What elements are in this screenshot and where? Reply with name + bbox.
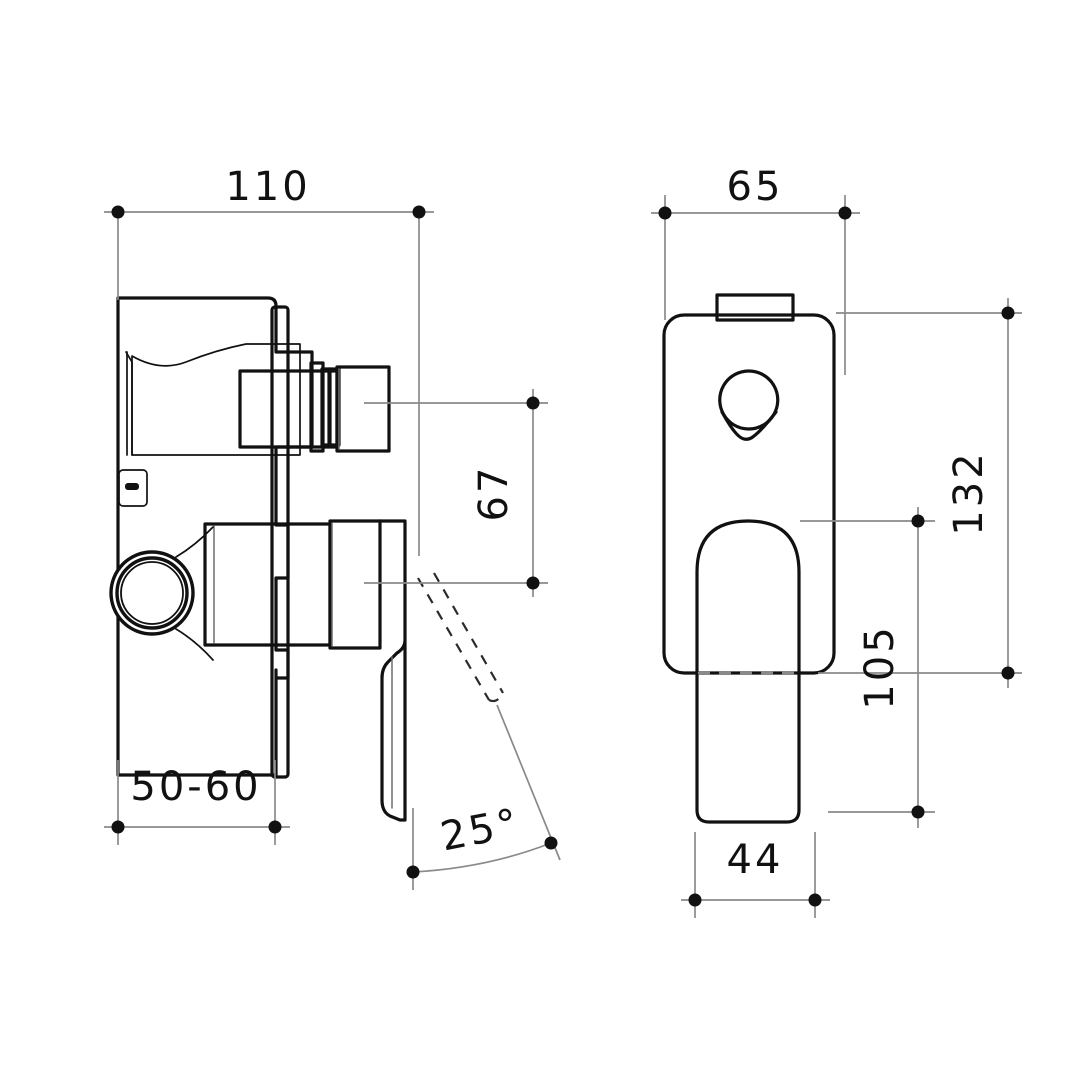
dim-marker: [1001, 666, 1015, 680]
dim-marker: [808, 893, 822, 907]
diverter-stem-assembly: [309, 361, 341, 453]
dimension-105: 105: [800, 507, 935, 828]
dimension-44-label: 44: [727, 837, 784, 883]
lever-handle: [377, 519, 407, 822]
diverter-knob: [238, 365, 391, 453]
side-view: [109, 296, 504, 822]
lever-front: [695, 519, 801, 824]
dimension-110: 110: [104, 164, 434, 556]
dimension-50-60-label: 50-60: [130, 764, 261, 810]
dimension-67-label: 67: [471, 465, 517, 522]
dim-marker: [111, 820, 125, 834]
dim-marker: [544, 836, 558, 850]
dimension-132-label: 132: [946, 450, 992, 535]
dim-marker: [111, 205, 125, 219]
dimension-67: 67: [364, 389, 548, 597]
plate-top-tab: [715, 293, 795, 322]
dim-marker: [658, 206, 672, 220]
dimension-65-label: 65: [727, 164, 784, 210]
dim-marker: [838, 206, 852, 220]
diverter-knob-circle: [718, 369, 780, 441]
dim-marker: [911, 805, 925, 819]
dim-marker: [406, 865, 420, 879]
dimension-110-label: 110: [225, 164, 310, 210]
dimension-65: 65: [651, 164, 860, 375]
dimension-105-label: 105: [857, 624, 903, 709]
dim-marker: [688, 893, 702, 907]
dim-marker: [526, 396, 540, 410]
dim-marker: [1001, 306, 1015, 320]
front-view: [662, 293, 836, 824]
dim-marker: [412, 205, 426, 219]
lever-ghost-position: [417, 572, 504, 703]
outlet-ring: [109, 526, 214, 661]
dimension-50-60: 50-60: [104, 760, 290, 845]
dimension-44: 44: [681, 832, 830, 918]
mixer-cylinder: [203, 519, 382, 650]
dim-marker: [268, 820, 282, 834]
dim-marker: [911, 514, 925, 528]
dimension-132: 132: [818, 298, 1022, 688]
dim-marker: [526, 576, 540, 590]
body-keyslot: [118, 469, 148, 507]
